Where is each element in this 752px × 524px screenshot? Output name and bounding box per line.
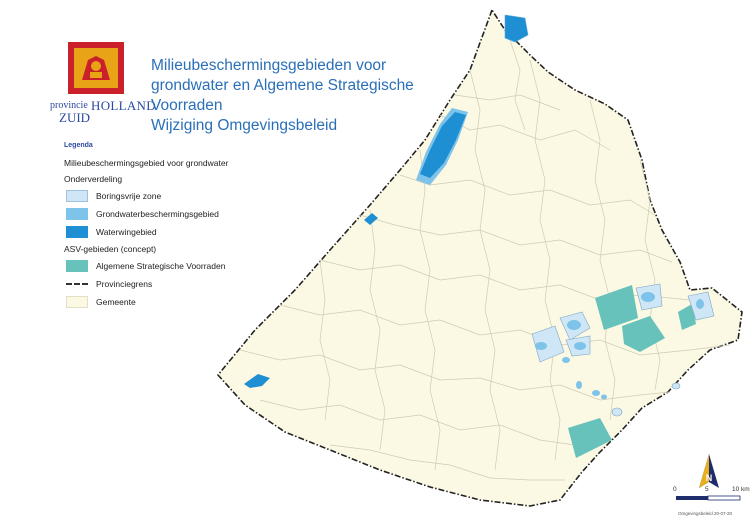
asv-4 — [568, 418, 612, 458]
logo-holland-text: HOLLAND — [91, 98, 156, 113]
legend-swatch-gemeente — [66, 296, 88, 308]
title-line-1: Milieubeschermingsgebieden voor — [151, 57, 387, 74]
north-arrow-icon: N — [699, 454, 719, 488]
asv-3 — [678, 304, 696, 330]
gbg-7 — [592, 390, 600, 396]
asv-areas — [568, 285, 696, 458]
legend-item-asv: Algemene Strategische Voorraden — [64, 257, 294, 275]
legend-group-asv: ASV-gebieden (concept) — [64, 244, 157, 254]
legend-onderverdeling: Onderverdeling — [64, 174, 123, 184]
provincie-zuid-holland-logo — [68, 42, 124, 94]
legend-item-boringsvrije-zone: Boringsvrije zone — [64, 187, 294, 205]
asv-1 — [595, 285, 638, 330]
gbg-3 — [641, 292, 655, 302]
legend-label-boringsvrije-zone: Boringsvrije zone — [96, 191, 162, 201]
title-line-4: Wijziging Omgevingsbeleid — [151, 117, 338, 134]
map-title: Milieubeschermingsgebieden voor grondwat… — [151, 56, 451, 136]
waterwin-small-coast — [364, 213, 378, 225]
gbg-2 — [574, 342, 586, 350]
waterwingebied-areas — [244, 14, 529, 388]
legend-label-gemeente: Gemeente — [96, 297, 136, 307]
waterwin-north — [504, 14, 529, 43]
logo-provincie-text: provincie — [50, 100, 88, 111]
north-label: N — [706, 473, 713, 483]
legend-swatch-boringsvrije-zone — [66, 190, 88, 202]
gbg-8 — [601, 394, 607, 400]
gbg-4 — [696, 299, 704, 309]
legend: Legenda Milieubeschermingsgebied voor gr… — [64, 142, 294, 311]
legend-label-provinciegrens: Provinciegrens — [96, 279, 153, 289]
gbg-9 — [535, 342, 547, 350]
scale-label-0: 0 — [673, 486, 677, 493]
legend-item-provinciegrens: Provinciegrens — [64, 275, 294, 293]
gbg-6 — [576, 381, 582, 389]
beschermingsgebieden — [531, 283, 715, 417]
legend-group-grondwater: Milieubeschermingsgebied voor grondwater — [64, 158, 229, 168]
logo-zuid-text: ZUID — [59, 110, 91, 125]
footer-note: Omgevingsbeleid 20-07-20 — [678, 511, 733, 516]
gbg-1 — [567, 320, 581, 330]
scale-label-5: 5 — [705, 486, 709, 493]
asv-2 — [622, 316, 665, 352]
waterwin-coast — [420, 112, 466, 178]
legend-swatch-grondwaterbeschermingsgebied — [66, 208, 88, 220]
legend-swatch-provinciegrens — [66, 283, 88, 285]
scale-label-10: 10 km — [732, 486, 750, 493]
bvz-7 — [671, 382, 681, 390]
bvz-6 — [611, 407, 623, 417]
gbg-5 — [562, 357, 570, 363]
province-area — [216, 8, 743, 507]
bvz-1 — [531, 325, 565, 363]
legend-label-grondwaterbeschermingsgebied: Grondwaterbeschermingsgebied — [96, 209, 219, 219]
legend-item-grondwaterbeschermingsgebied: Grondwaterbeschermingsgebied — [64, 205, 294, 223]
title-line-3: Voorraden — [151, 97, 223, 114]
scale-bar — [676, 495, 741, 501]
legend-label-waterwingebied: Waterwingebied — [96, 227, 157, 237]
legend-label-asv: Algemene Strategische Voorraden — [96, 261, 226, 271]
legend-item-waterwingebied: Waterwingebied — [64, 223, 294, 241]
legend-swatch-asv — [66, 260, 88, 272]
legend-item-gemeente: Gemeente — [64, 293, 294, 311]
title-line-2: grondwater en Algemene Strategische — [151, 77, 414, 94]
waterwin-west — [244, 374, 270, 388]
legend-swatch-waterwingebied — [66, 226, 88, 238]
legend-heading: Legenda — [64, 142, 93, 149]
